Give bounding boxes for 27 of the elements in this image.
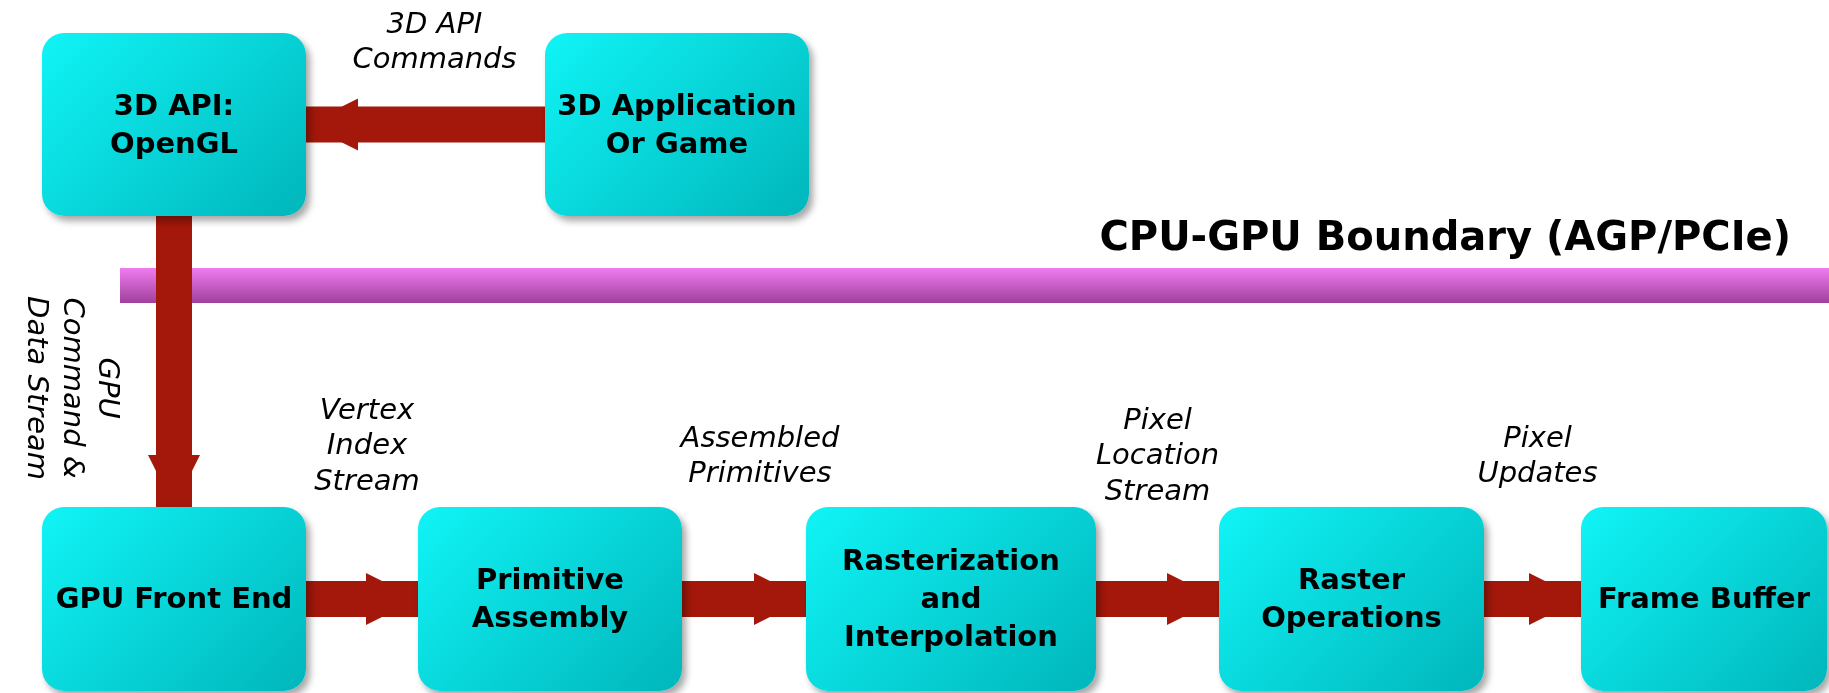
arrow <box>682 572 806 626</box>
process-box <box>418 507 682 691</box>
process-box <box>545 33 809 216</box>
arrow <box>1484 572 1581 626</box>
edge-label: Vertex Index Stream <box>313 392 421 499</box>
arrow <box>306 572 418 626</box>
edge-label: GPU Command & Data Stream <box>19 295 126 483</box>
process-box <box>1219 507 1484 691</box>
edge-label: Pixel Updates <box>1476 420 1599 491</box>
box-label: Primitive Assembly <box>470 561 630 636</box>
edge-label: 3D API Commands <box>351 6 518 77</box>
process-box <box>806 507 1096 691</box>
arrow <box>147 216 201 507</box>
title: CPU-GPU Boundary (AGP/PCIe) <box>1099 212 1791 260</box>
process-box <box>1581 507 1827 691</box>
process-box <box>42 33 306 216</box>
edge-label: Assembled Primitives <box>678 420 841 491</box>
edge-label: Pixel Location Stream <box>1094 402 1221 509</box>
arrow <box>1096 572 1219 626</box>
box-label: GPU Front End <box>55 580 293 618</box>
box-label: Frame Buffer <box>1598 580 1810 618</box>
box-label: Raster Operations <box>1260 561 1443 636</box>
arrow <box>306 98 545 151</box>
process-box <box>42 507 306 691</box>
box-label: 3D Application Or Game <box>556 86 798 162</box>
box-label: 3D API: OpenGL <box>109 86 239 162</box>
box-label: Rasterization and Interpolation <box>841 542 1061 655</box>
